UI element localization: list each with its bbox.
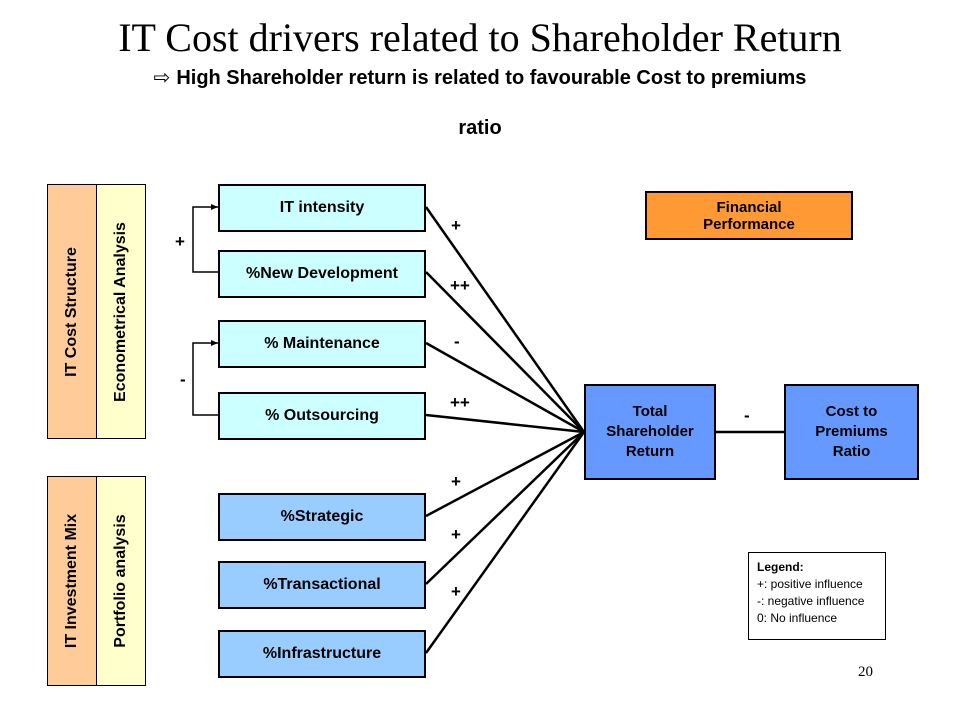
sign-tsr-cost: - — [744, 406, 750, 425]
bracket-sign-top: + — [175, 232, 185, 251]
cost-to-premiums-box: Cost to Premiums Ratio — [784, 384, 919, 480]
bracket-sign-bottom: - — [180, 370, 186, 389]
arrow-right-icon: ⇨ — [153, 67, 171, 89]
sign-infrastructure: + — [451, 582, 461, 601]
line-it-intensity — [424, 206, 586, 433]
financial-performance-box: Financial Performance — [645, 191, 853, 240]
driver-strategic: %Strategic — [218, 493, 426, 541]
driver-infrastructure: %Infrastructure — [218, 630, 426, 678]
legend-item: -: negative influence — [757, 594, 865, 608]
econometrical-analysis-label: Econometrical Analysis — [112, 221, 129, 402]
legend-item: +: positive influence — [757, 577, 863, 591]
it-investment-mix-bar: IT Investment Mix — [47, 476, 97, 686]
line-maintenance — [425, 341, 585, 434]
legend-title: Legend: — [757, 560, 804, 574]
bracket-top — [192, 206, 218, 273]
subtitle: ⇨High Shareholder return is related to f… — [0, 64, 960, 92]
sign-maintenance: - — [454, 332, 460, 351]
subtitle-line1: High Shareholder return is related to fa… — [176, 67, 807, 89]
page-number: 20 — [858, 664, 873, 680]
bracket-bottom — [192, 342, 218, 416]
subtitle-line2: ratio — [458, 117, 502, 139]
line-strategic — [425, 430, 585, 518]
portfolio-analysis-label: Portfolio analysis — [112, 514, 129, 648]
line-new-development — [425, 271, 585, 433]
driver-outsourcing: % Outsourcing — [218, 392, 426, 440]
it-investment-mix-label: IT Investment Mix — [63, 513, 80, 649]
bracket-bottom-arrow — [211, 340, 218, 346]
sign-it-intensity: + — [451, 216, 461, 235]
total-shareholder-return-box: Total Shareholder Return — [584, 384, 716, 480]
sign-transactional: + — [451, 525, 461, 544]
it-cost-structure-label: IT Cost Structure — [63, 246, 80, 377]
line-outsourcing — [425, 413, 585, 434]
page-title: IT Cost drivers related to Shareholder R… — [118, 15, 842, 60]
driver-it-intensity: IT intensity — [218, 184, 426, 232]
bracket-top-arrow — [211, 204, 218, 210]
line-infrastructure — [424, 431, 586, 654]
sign-outsourcing: ++ — [450, 393, 470, 412]
sign-new-development: ++ — [450, 276, 470, 295]
line-transactional — [425, 431, 585, 585]
portfolio-analysis-bar: Portfolio analysis — [96, 476, 146, 686]
econometrical-analysis-bar: Econometrical Analysis — [96, 184, 146, 439]
legend: Legend: +: positive influence -: negativ… — [748, 552, 886, 640]
it-cost-structure-bar: IT Cost Structure — [47, 184, 97, 439]
driver-transactional: %Transactional — [218, 561, 426, 609]
sign-strategic: + — [451, 472, 461, 491]
legend-item: 0: No influence — [757, 611, 838, 625]
driver-maintenance: % Maintenance — [218, 320, 426, 368]
driver-new-development: %New Development — [218, 250, 426, 298]
